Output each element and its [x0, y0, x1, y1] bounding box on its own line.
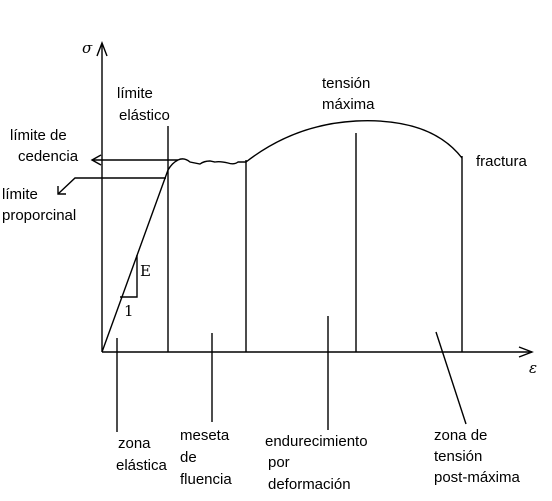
- zone-yield-line-3: fluencia: [180, 471, 232, 488]
- zone-postmax-line-1: zona de: [434, 427, 487, 444]
- slope-triangle-shape: [120, 255, 138, 298]
- hardening-curve: [245, 120, 463, 163]
- slope-unit-label: 1: [124, 302, 134, 320]
- zone-label-hardening: endurecimiento por deformación: [265, 316, 368, 493]
- zone-yield-line-2: de: [180, 449, 197, 466]
- yield-limit-arrowhead: [90, 154, 102, 166]
- zone-label-elastic: zona elástica: [116, 338, 168, 474]
- yield-plateau-curve: [167, 158, 246, 171]
- slope-modulus-label: E: [140, 262, 151, 280]
- zone-label-yield-plateau: meseta de fluencia: [180, 333, 232, 488]
- elastic-limit-label-line-2: elástico: [119, 107, 170, 124]
- stress-strain-curve: [101, 120, 463, 353]
- zone-elastic-line-1: zona: [118, 435, 151, 452]
- elastic-segment: [101, 169, 169, 353]
- proportional-limit-label-line-1: límite: [2, 186, 38, 203]
- zone-postmax-line-2: tensión: [434, 448, 482, 465]
- yield-limit-label-line-1: límite de: [10, 127, 67, 144]
- zone-postmax-leader: [435, 331, 467, 425]
- zone-elastic-line-2: elástica: [116, 457, 168, 474]
- zone-hardening-line-3: deformación: [268, 476, 351, 493]
- zone-postmax-line-3: post-máxima: [434, 469, 521, 486]
- fracture-label: fractura: [476, 153, 528, 170]
- y-axis-symbol: σ: [82, 39, 93, 57]
- proportional-limit-arrowhead: [57, 186, 66, 195]
- region-boundaries: [167, 133, 463, 352]
- zone-label-post-max: zona de tensión post-máxima: [434, 331, 521, 486]
- max-stress-label: tensión máxima: [322, 75, 375, 113]
- proportional-limit-label: límite proporcinal: [2, 177, 166, 224]
- proportional-limit-pointer: [57, 177, 166, 195]
- max-stress-label-line-1: tensión: [322, 75, 370, 92]
- zone-hardening-line-2: por: [268, 454, 290, 471]
- y-axis-arrowhead: [96, 41, 108, 57]
- slope-triangle: E 1: [120, 255, 151, 320]
- zone-yield-line-1: meseta: [180, 427, 230, 444]
- elastic-limit-label-line-1: límite: [117, 85, 153, 102]
- zone-hardening-line-1: endurecimiento: [265, 433, 368, 450]
- x-axis-symbol: ε: [529, 359, 537, 377]
- yield-limit-label-line-2: cedencia: [18, 148, 79, 165]
- x-axis-arrowhead: [518, 346, 534, 358]
- axes: σ ε: [82, 39, 537, 377]
- elastic-limit-label: límite elástico: [117, 85, 170, 168]
- proportional-limit-label-line-2: proporcinal: [2, 207, 76, 224]
- yield-limit-label: límite de cedencia: [10, 127, 178, 166]
- max-stress-label-line-2: máxima: [322, 96, 375, 113]
